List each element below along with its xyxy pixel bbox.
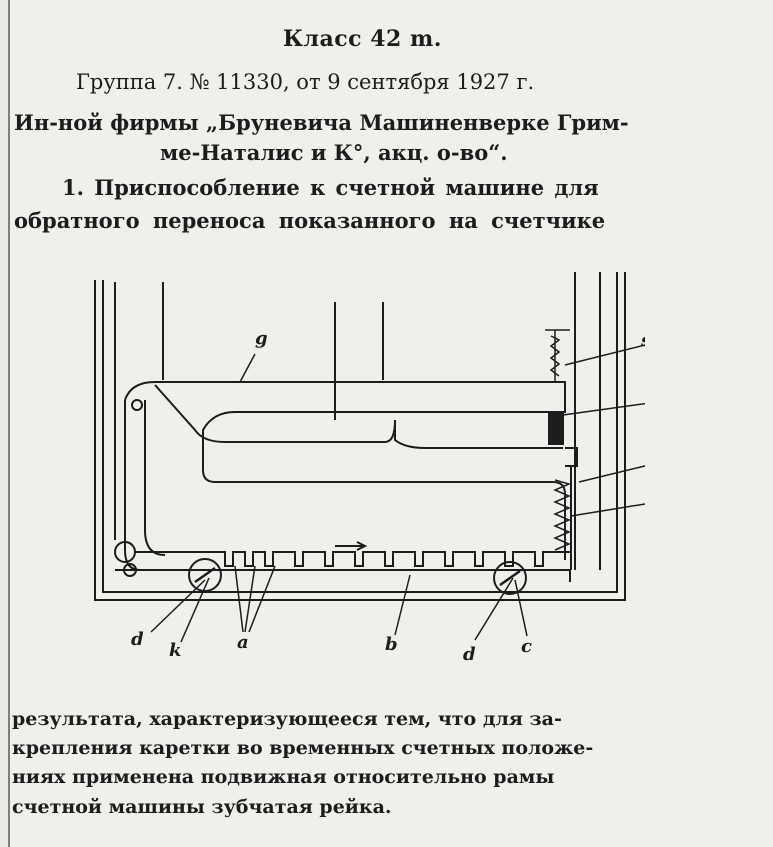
claim-title-line-1: 1. Приспособление к счетной машине для <box>62 175 599 200</box>
leader-e <box>578 465 645 483</box>
mechanism-diagram: g s m e f d k a b d c <box>94 272 645 665</box>
leader-a <box>234 565 276 633</box>
leader-c <box>514 579 528 637</box>
label-k: k <box>169 640 181 661</box>
claim-body-line-4: счетной машины зубчатая рейка. <box>12 796 392 818</box>
claim-body-line-1: результата, характеризующееся тем, что д… <box>12 708 562 730</box>
right-post <box>574 272 601 570</box>
rack-arrow <box>335 541 368 551</box>
leader-s <box>564 344 645 366</box>
leader-d-right <box>474 577 514 641</box>
rack-base <box>115 569 571 582</box>
lever-g-inner <box>154 384 563 449</box>
frame-outline <box>94 272 626 601</box>
leader-b <box>394 574 411 636</box>
claim-body-line-2: крепления каретки во временных счетных п… <box>12 737 594 759</box>
toothed-rack <box>135 551 570 567</box>
patent-page <box>8 0 773 847</box>
spring-f <box>553 479 572 551</box>
catch-e <box>565 447 578 570</box>
spring-s <box>545 329 570 382</box>
claim-title-line-2: обратного переноса показанного на счетчи… <box>14 208 606 233</box>
lever-g <box>124 381 566 560</box>
claim-body-line-3: ниях применена подвижная относительно ра… <box>12 766 555 788</box>
firm-line-2: ме-Наталис и К°, акц. о-во“. <box>160 140 508 165</box>
label-a: a <box>237 632 249 653</box>
label-d-left: d <box>131 629 144 650</box>
frame-inner-outline <box>102 272 618 593</box>
left-post <box>114 282 164 540</box>
label-c: c <box>521 636 532 657</box>
class-heading: Класс 42 m. <box>283 26 442 52</box>
pivot-upper <box>131 399 143 411</box>
leader-g <box>239 353 256 383</box>
leader-d-left <box>150 579 206 633</box>
label-b: b <box>385 634 398 655</box>
left-roller <box>188 558 222 592</box>
group-number-line: Группа 7. № 11330, от 9 сентября 1927 г. <box>76 70 535 94</box>
label-d-right: d <box>463 644 476 665</box>
leader-f <box>570 503 645 517</box>
middle-post <box>334 302 384 420</box>
label-s: s <box>640 330 645 351</box>
right-roller <box>493 561 527 595</box>
left-arm-inner <box>144 400 166 556</box>
leader-k <box>180 577 210 643</box>
leader-m <box>562 402 645 416</box>
firm-line-1: Ин-ной фирмы „Бруневича Машиненверке Гри… <box>14 110 629 135</box>
label-g: g <box>255 328 268 349</box>
block-m <box>548 411 564 445</box>
